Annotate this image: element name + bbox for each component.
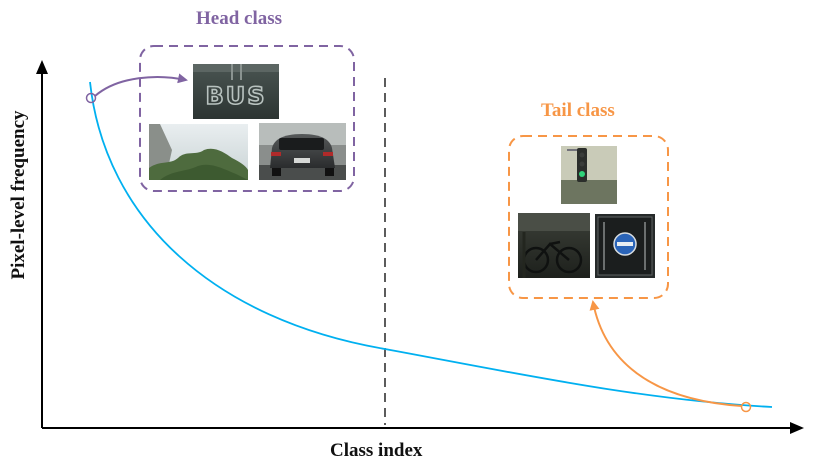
tail-marker-circle	[740, 401, 752, 413]
y-axis-arrow	[36, 60, 48, 74]
svg-text:BUS: BUS	[205, 82, 266, 110]
bus-lane-image: BUS	[193, 64, 279, 119]
frequency-curve	[89, 81, 773, 408]
x-axis-arrow	[790, 422, 804, 434]
head-class-box	[139, 45, 355, 192]
head-class-label: Head class	[196, 8, 283, 29]
traffic-sign-image	[595, 214, 655, 278]
tail-class-label: Tail class	[541, 100, 615, 121]
tail-pointer-arrow	[589, 300, 743, 407]
x-axis-label: Class index	[330, 440, 423, 461]
head-marker-circle	[85, 92, 97, 104]
car-image	[259, 123, 346, 180]
vegetation-image	[149, 124, 248, 180]
head-pointer-arrow	[94, 73, 188, 97]
tail-class-box	[508, 135, 669, 299]
bicycle-image	[518, 213, 590, 278]
traffic-light-image	[561, 146, 617, 204]
y-axis-label: Pixel-level frequency	[8, 110, 29, 280]
